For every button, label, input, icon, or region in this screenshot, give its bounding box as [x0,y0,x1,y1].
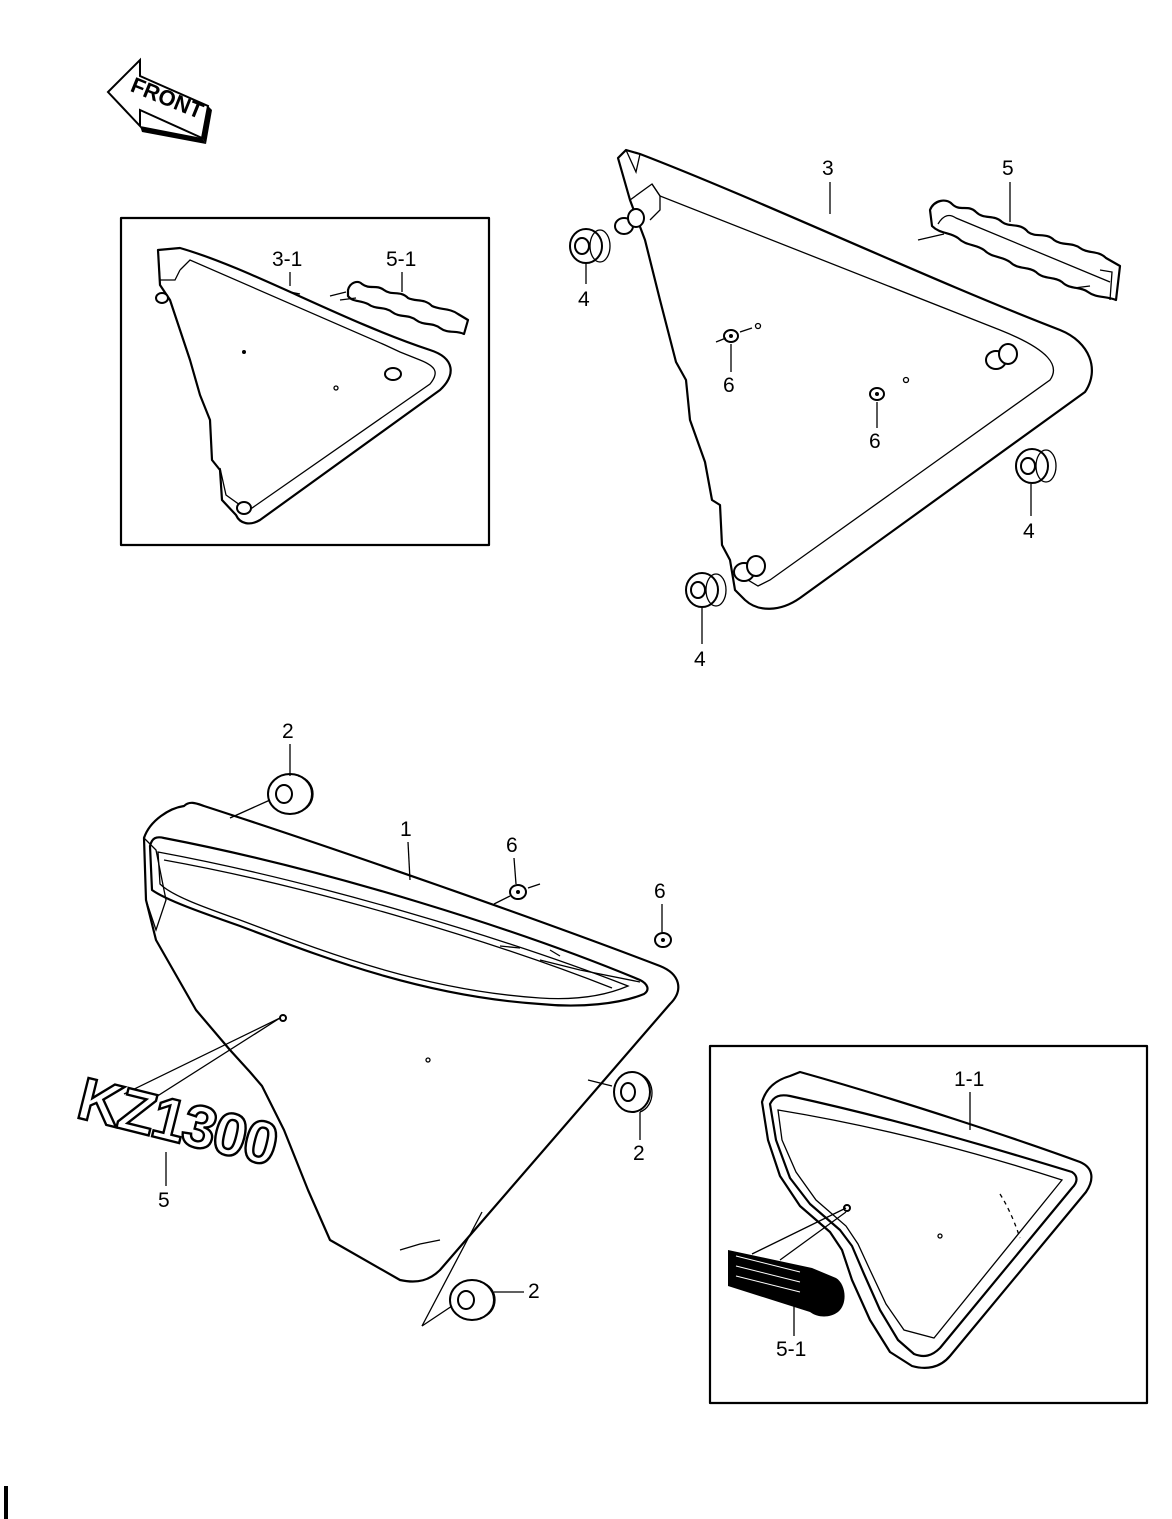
callout-2-right: 2 [633,1142,645,1165]
nut-6-right [654,932,672,948]
callout-5-1-bottom: 5-1 [776,1338,806,1361]
grommet-2-bottom [449,1279,496,1321]
grommet-2-right [613,1071,653,1113]
callout-1-1: 1-1 [954,1068,984,1091]
callout-5-emblem: 5 [158,1189,170,1212]
callout-1: 1 [400,818,412,841]
front-arrow-icon: FRONT [106,57,212,144]
callout-5-1-top: 5-1 [386,248,416,271]
callout-4-bottom: 4 [694,648,706,671]
grommet-2-top [267,773,314,815]
grommet-4-right [1015,448,1057,484]
nut-6-left [509,884,527,900]
grommet-4-top [569,228,611,264]
callout-4-top: 4 [578,288,590,311]
inset-box-right-cover: 1-1 5-1 [708,1044,1149,1405]
side-cover-right-1: KZ1300 2 1 6 6 2 2 5 [70,720,680,1327]
inset-box-left-cover: 3-1 5-1 [119,216,491,547]
emblem-strip-5-1-lower [728,1250,845,1317]
mount-pin-bottom [733,555,766,582]
nut-6-lower [869,387,885,401]
emblem-kz1300-text: KZ1300 [71,1065,283,1179]
nut-6-upper [723,329,739,343]
emblem-kz1300: KZ1300 [70,1017,284,1180]
side-cover-left-3: 3 5 4 4 4 6 6 [569,148,1122,671]
callout-6-right: 6 [654,880,666,903]
callout-5-top: 5 [1002,157,1014,180]
callout-6-lower: 6 [869,430,881,453]
callout-6-left: 6 [506,834,518,857]
grommet-4-bottom [685,572,727,608]
mount-pin-right [985,343,1018,370]
emblem-strip-5 [928,199,1122,302]
callout-3-1: 3-1 [272,248,302,271]
callout-2-bottom: 2 [528,1280,540,1303]
callout-6-upper: 6 [723,374,735,397]
callout-3: 3 [822,157,834,180]
mount-pin-top [614,208,645,235]
callout-4-right: 4 [1023,520,1035,543]
callout-2-top: 2 [282,720,294,743]
